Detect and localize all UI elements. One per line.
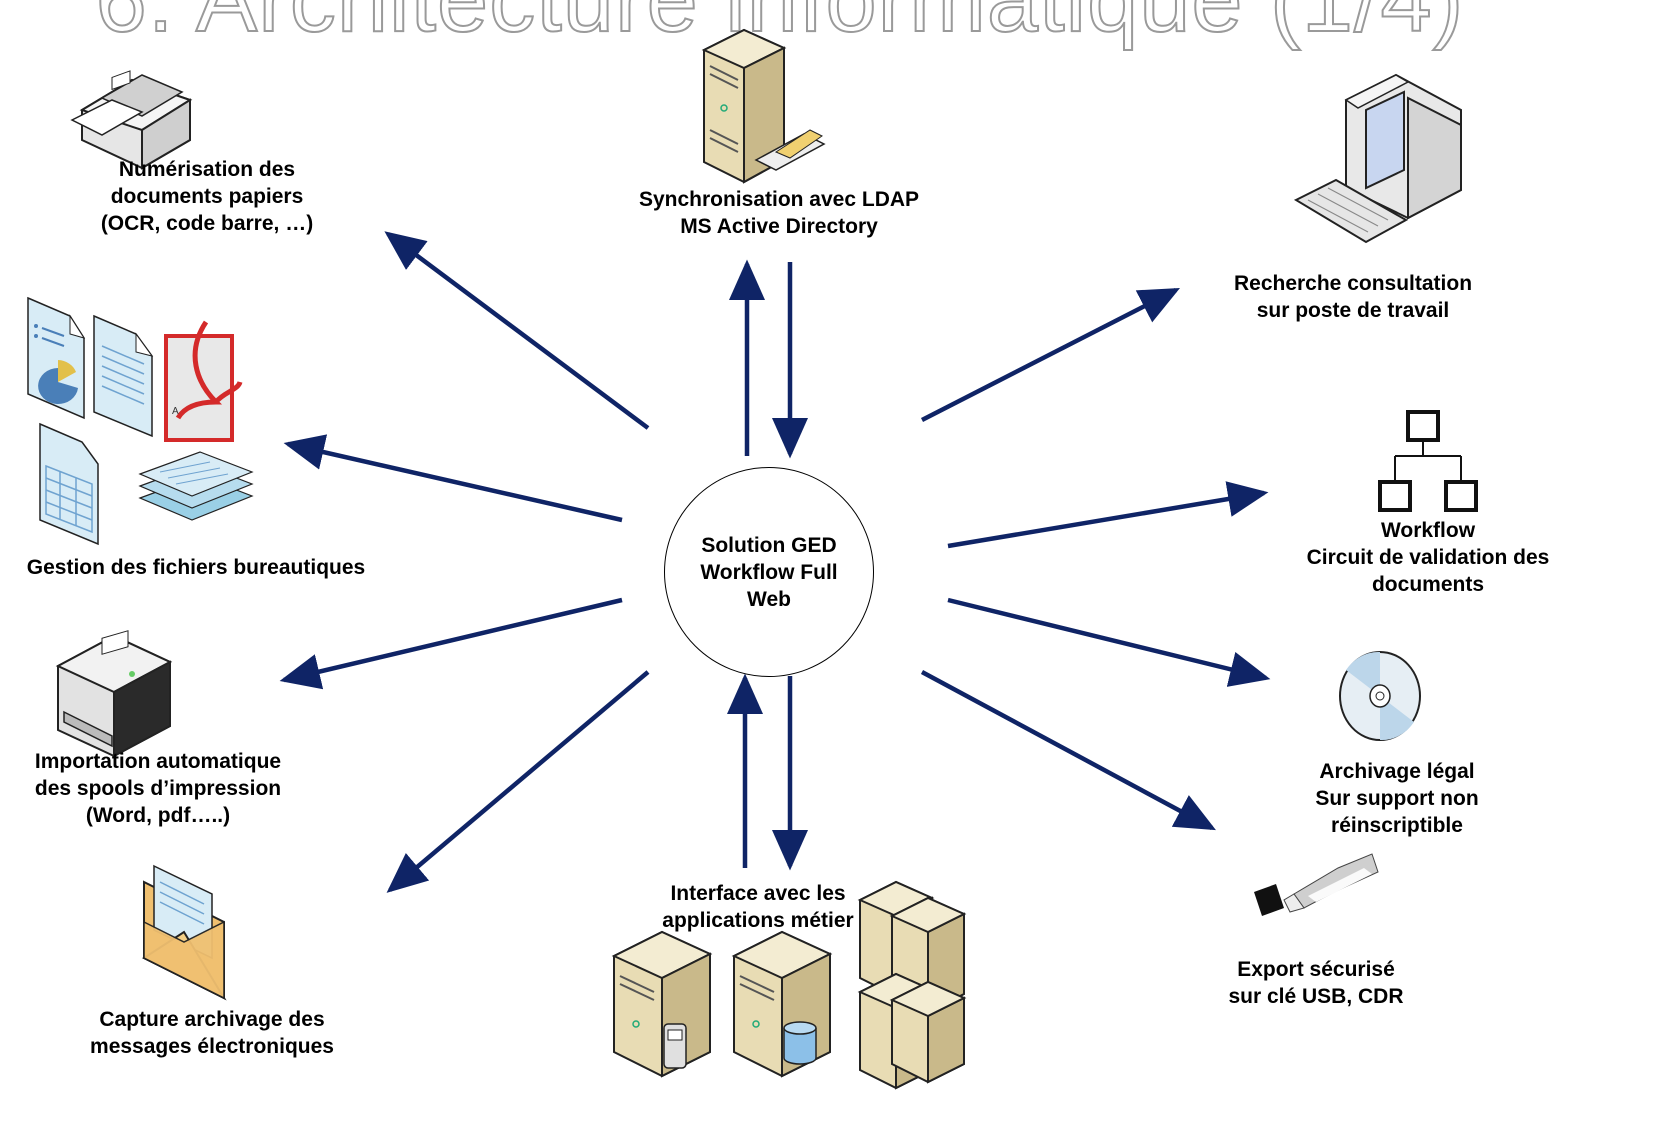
label-archive: Archivage légal Sur support non réinscri… xyxy=(1315,760,1479,837)
computer-icon xyxy=(1293,73,1462,244)
printer-icon xyxy=(55,630,173,758)
arrow-to-office xyxy=(283,434,623,523)
server-phone-icon xyxy=(611,930,713,1078)
usb-key-icon xyxy=(1254,853,1379,916)
cd-icon xyxy=(1339,651,1421,741)
center-label: Solution GED Workflow Full Web xyxy=(700,533,838,611)
pdf-icon: A xyxy=(164,320,243,442)
arrow-to-scan xyxy=(384,231,650,430)
spreadsheet-icon xyxy=(39,422,99,546)
svg-text:A: A xyxy=(172,406,179,417)
label-workflow: Workflow Circuit de validation des docum… xyxy=(1306,519,1550,596)
workflow-tree-icon xyxy=(1378,410,1478,512)
label-scan: Numérisation des documents papiers (OCR,… xyxy=(100,158,314,235)
label-search: Recherche consultation sur poste de trav… xyxy=(1233,272,1473,322)
label-mail: Capture archivage des messages électroni… xyxy=(90,1008,334,1058)
label-spool: Importation automatique des spools d’imp… xyxy=(34,750,282,827)
label-ldap: Synchronisation avec LDAP MS Active Dire… xyxy=(638,188,920,238)
fax-icon xyxy=(70,70,193,170)
server-icon xyxy=(701,28,826,184)
arrow-to-search xyxy=(920,287,1181,423)
server-cluster-icon xyxy=(857,880,967,1090)
label-export: Export sécurisé sur clé USB, CDR xyxy=(1228,958,1404,1008)
document-chart-icon xyxy=(27,296,86,420)
server-database-icon xyxy=(731,930,833,1078)
center-node: Solution GED Workflow Full Web xyxy=(664,467,874,677)
arrow-to-workflow xyxy=(947,481,1269,549)
label-apps: Interface avec les applications métier xyxy=(662,882,854,932)
stack-documents-icon xyxy=(138,451,254,521)
label-office: Gestion des fichiers bureautiques xyxy=(26,556,366,579)
arrow-to-archive xyxy=(947,597,1271,687)
envelope-icon xyxy=(141,864,227,1001)
document-text-icon xyxy=(93,314,154,438)
slide-title: 6. Architecture informatique (1/4) xyxy=(95,0,1465,52)
arrow-to-spool xyxy=(279,597,623,690)
arrow-to-mail xyxy=(386,670,650,893)
arrow-to-export xyxy=(920,670,1216,831)
